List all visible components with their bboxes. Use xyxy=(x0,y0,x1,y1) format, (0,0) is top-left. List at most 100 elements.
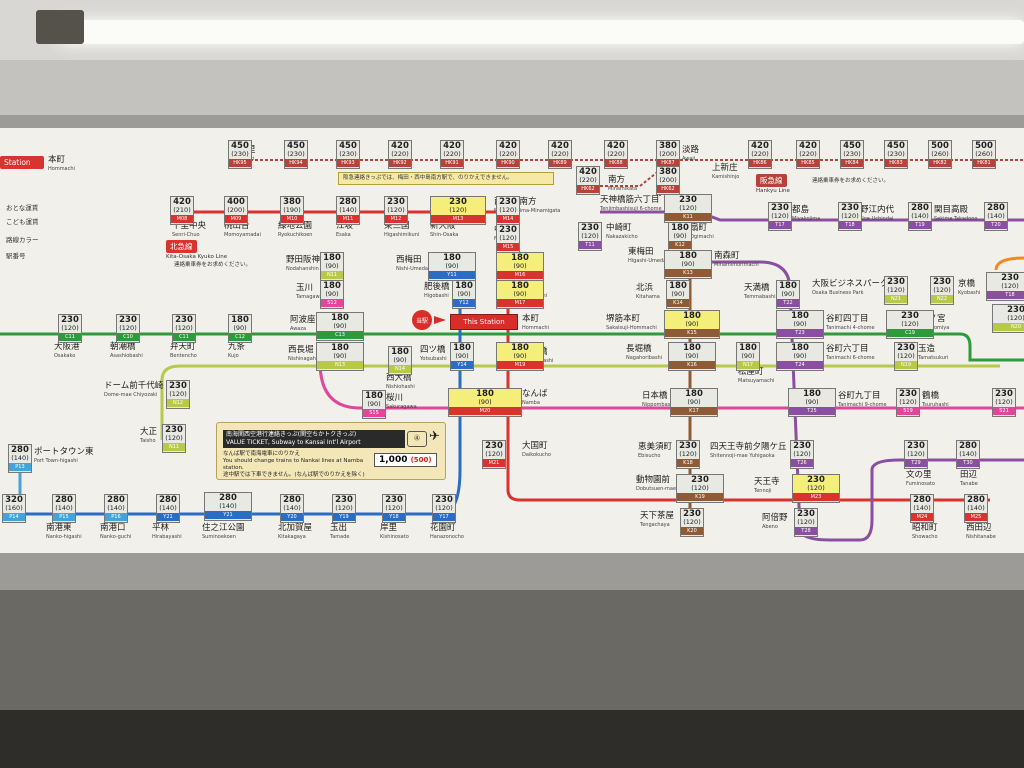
station-code: K15 xyxy=(665,329,719,337)
station-name: 阿倍野 xyxy=(762,513,788,523)
station-name: 阿波座 xyxy=(290,315,316,325)
station-romaji: Ebisucho xyxy=(638,453,661,459)
fare-child: (90) xyxy=(681,260,695,268)
ticket-desc3: 途中駅では下車できません。(なんば駅でのりかえを除く) xyxy=(223,472,365,478)
fare-adult: 230 xyxy=(691,475,709,485)
station-name: 天下茶屋 xyxy=(640,511,675,521)
fare-adult: 180 xyxy=(683,311,701,321)
station-code: C13 xyxy=(317,331,363,339)
station-code: N11 xyxy=(321,271,343,279)
station-code: K18 xyxy=(677,459,699,467)
station-code: T24 xyxy=(777,361,823,369)
fare-child: (140) xyxy=(107,504,125,512)
station-code: M13 xyxy=(431,215,485,223)
fare-child: (260) xyxy=(931,150,949,158)
fare-adult: 180 xyxy=(365,391,383,401)
station-code: N20 xyxy=(993,323,1024,331)
hankyu-label: 阪急線 xyxy=(760,176,783,185)
station-name: 谷町六丁目 xyxy=(826,344,869,354)
station-code: C12 xyxy=(229,333,251,341)
fare-child: (90) xyxy=(685,320,699,328)
fare-box: 500(260)HK81 xyxy=(972,140,996,169)
fare-child: (120) xyxy=(995,398,1013,406)
fare-box: 450(230)HK93 xyxy=(336,140,360,169)
station-code: HK95 xyxy=(229,159,251,167)
fare-box: 180(90)T23 xyxy=(776,310,824,339)
fare-adult: 500 xyxy=(931,141,949,151)
chuo-line xyxy=(0,332,1024,362)
fare-adult: 230 xyxy=(449,197,467,207)
fare-child: (120) xyxy=(691,484,709,492)
fare-adult: 180 xyxy=(683,343,701,353)
fare-child: (220) xyxy=(607,150,625,158)
station-romaji: Tanabe xyxy=(960,481,978,487)
fare-box: 420(220)HK85 xyxy=(796,140,820,169)
fare-child: (120) xyxy=(907,450,925,458)
station-code: T11 xyxy=(579,241,601,249)
fare-child: (230) xyxy=(887,150,905,158)
fare-child: (120) xyxy=(887,286,905,294)
station-code: T22 xyxy=(777,299,799,307)
fare-child: (90) xyxy=(333,322,347,330)
fare-box: 420(220)HK91 xyxy=(440,140,464,169)
station-romaji: Fuminosato xyxy=(906,481,935,487)
station-name: 恵美須町 xyxy=(638,442,673,452)
floor-strip xyxy=(0,710,1024,768)
fare-box: 230(120)N19 xyxy=(894,342,918,371)
fare-child: (120) xyxy=(335,504,353,512)
station-romaji: Kujo xyxy=(228,353,239,359)
fare-adult: 380 xyxy=(659,141,677,151)
fare-child: (120) xyxy=(797,518,815,526)
station-name: 堺筋本町 xyxy=(606,314,641,324)
fare-adult: 180 xyxy=(685,389,703,399)
station-romaji: Nakazakicho xyxy=(606,234,638,240)
kitakyu-label: 北急線 xyxy=(170,242,193,251)
fare-child: (90) xyxy=(478,398,492,406)
station-name: 朝潮橋 xyxy=(110,342,136,352)
station-code: N14 xyxy=(389,365,411,373)
fare-box: 230(120)C19 xyxy=(886,310,934,339)
station-name: 天王寺 xyxy=(754,477,780,487)
fare-box: 280(140)M24 xyxy=(910,494,934,523)
wall-below xyxy=(0,590,1024,710)
fare-adult: 230 xyxy=(435,495,453,505)
station-code: M12 xyxy=(385,215,407,223)
station-romaji: Nodahanshin xyxy=(286,266,319,272)
fare-child: (120) xyxy=(499,234,517,242)
fare-box: 280(140)P13 xyxy=(8,444,32,473)
airport-ticket-panel: 南海関西空港行連絡きっぷ(関空ちかトクきっぷ)VALUE TICKET, Sub… xyxy=(216,422,446,480)
fare-box: 180(90)M20 xyxy=(448,388,522,417)
station-romaji: Kitahama xyxy=(636,294,660,300)
fare-child: (120) xyxy=(387,206,405,214)
fare-adult: 180 xyxy=(331,313,349,323)
station-romaji: Tenjimbashisuji 6-chome xyxy=(600,206,662,212)
hankyu-note: 連絡乗車券をお求めください。 xyxy=(812,178,890,184)
fare-child: (120) xyxy=(435,504,453,512)
fare-adult: 180 xyxy=(323,253,341,263)
fare-box: 230(120)Y19 xyxy=(332,494,356,523)
fare-adult: 420 xyxy=(579,167,597,177)
station-romaji: Awaji xyxy=(682,156,696,162)
fare-box: 180(90)S15 xyxy=(362,390,386,419)
station-romaji: Momoyamadai xyxy=(224,232,261,238)
fare-box: 230(120)N12 xyxy=(166,380,190,409)
fare-adult: 280 xyxy=(987,203,1005,213)
fare-child: (120) xyxy=(385,504,403,512)
station-romaji: Namba xyxy=(522,400,540,406)
station-code: Y18 xyxy=(383,513,405,521)
station-code: Y20 xyxy=(281,513,303,521)
station-romaji: Kyobashi xyxy=(958,290,981,296)
station-code: HK62 xyxy=(657,185,679,193)
fare-child: (90) xyxy=(671,290,685,298)
fare-child: (90) xyxy=(781,290,795,298)
